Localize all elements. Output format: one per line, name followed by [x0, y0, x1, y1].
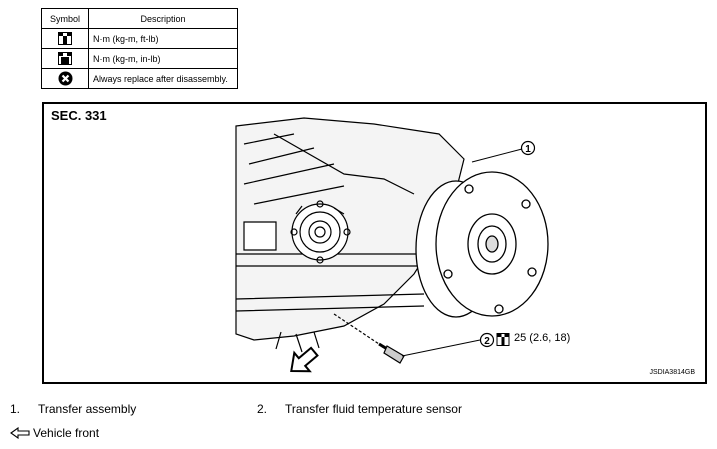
figure-code: JSDIA3814GB — [649, 369, 695, 376]
section-label: SEC. 331 — [51, 108, 107, 123]
legend-text: N·m (kg-m, ft-lb) — [88, 28, 238, 49]
torque-wrench-in-lb-icon — [58, 52, 72, 65]
item-1-label: Transfer assembly — [38, 402, 137, 416]
flange-drawing — [415, 171, 549, 318]
item-2-number: 2. — [257, 402, 268, 416]
torque-wrench-nm-icon — [58, 32, 72, 45]
torque-value: 25 (2.6, 18) — [514, 332, 571, 344]
callout-2-circle — [479, 332, 495, 348]
legend-text: N·m (kg-m, in-lb) — [88, 48, 238, 69]
legend-header-row: Symbol Description — [41, 8, 238, 29]
legend-row: N·m (kg-m, in-lb) — [41, 48, 238, 69]
temperature-sensor-drawing — [333, 313, 405, 364]
callout-2-number: 2 — [484, 336, 490, 347]
callout-1-number: 1 — [525, 144, 531, 155]
replace-icon — [58, 71, 72, 86]
item-1-number: 1. — [10, 402, 21, 416]
symbol-legend-table: Symbol Description N·m (kg-m, ft-lb) N·m… — [41, 8, 238, 89]
callout-2-leader — [401, 339, 481, 357]
vehicle-front-label: Vehicle front — [33, 426, 100, 440]
vehicle-front-arrow-icon — [10, 427, 30, 439]
legend-header-description: Description — [88, 8, 238, 29]
transfer-assembly-illustration: 1 2 — [235, 117, 549, 373]
vehicle-front-arrow — [290, 346, 319, 373]
legend-text: Always replace after disassembly. — [88, 68, 238, 89]
torque-wrench-nm-icon — [496, 333, 510, 346]
callout-1-circle — [520, 140, 536, 156]
item-2-label: Transfer fluid temperature sensor — [285, 402, 462, 416]
legend-header-symbol: Symbol — [41, 8, 89, 29]
legend-row: N·m (kg-m, ft-lb) — [41, 28, 238, 49]
legend-row: Always replace after disassembly. — [41, 68, 238, 89]
callout-1-leader — [471, 148, 523, 163]
vehicle-front-legend: Vehicle front — [10, 426, 99, 440]
figure-frame: SEC. 331 — [42, 102, 707, 384]
